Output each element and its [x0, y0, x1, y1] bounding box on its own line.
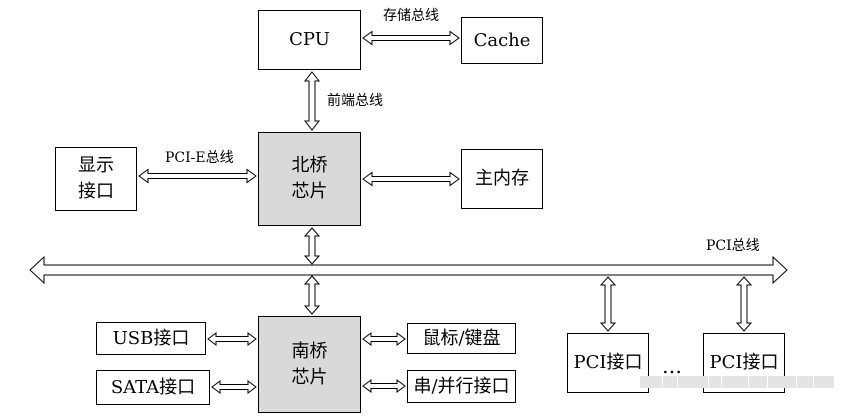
- usb-arrow: [207, 332, 257, 346]
- main-memory-box: 主内存: [461, 149, 543, 209]
- main-memory-label: 主内存: [475, 168, 529, 189]
- pci-interface-label-1: PCI接口: [573, 352, 643, 373]
- watermark: [640, 372, 845, 392]
- sata-interface-box: SATA接口: [96, 370, 210, 405]
- storage-bus-label: 存储总线: [383, 8, 439, 24]
- north-bridge-label-line2: 芯片: [291, 181, 328, 202]
- usb-interface-box: USB接口: [96, 322, 206, 355]
- cache-box: Cache: [461, 17, 543, 64]
- mouse-keyboard-label: 鼠标/键盘: [422, 327, 501, 349]
- pci-interface-label-2: PCI接口: [709, 352, 779, 373]
- cpu-box: CPU: [258, 10, 361, 70]
- display-interface-box: 显示 接口: [55, 147, 137, 211]
- south-bridge-label-line1: 南桥: [291, 340, 328, 362]
- front-side-bus-label: 前端总线: [327, 93, 383, 109]
- ellipsis: …: [662, 354, 684, 378]
- front-side-bus-arrow: [303, 71, 321, 131]
- north-bridge-label-line1: 北桥: [291, 155, 328, 176]
- memory-bus-arrow: [362, 171, 460, 187]
- usb-label: USB接口: [112, 327, 190, 349]
- pci-bus-to-south-arrow: [303, 275, 321, 315]
- pci-port-2-arrow: [735, 276, 753, 332]
- south-bridge-box: 南桥 芯片: [258, 316, 361, 413]
- mouse-keyboard-box: 鼠标/键盘: [407, 323, 516, 354]
- display-label-line2: 接口: [78, 181, 114, 202]
- pcie-bus-arrow: [138, 168, 257, 184]
- pci-port-1-arrow: [599, 276, 617, 332]
- pcie-bus-label: PCI-E总线: [165, 150, 234, 166]
- serial-parallel-arrow: [362, 379, 406, 393]
- sata-arrow: [211, 380, 257, 394]
- pci-bus-arrow: [29, 255, 788, 285]
- pci-interface-box-1: PCI接口: [567, 333, 649, 393]
- sata-label: SATA接口: [110, 376, 196, 398]
- serial-parallel-label: 串/并行接口: [413, 375, 510, 397]
- serial-parallel-box: 串/并行接口: [407, 370, 516, 403]
- cpu-label: CPU: [289, 29, 330, 50]
- storage-bus-arrow: [362, 30, 460, 46]
- cache-label: Cache: [473, 29, 531, 51]
- north-bridge-box: 北桥 芯片: [258, 132, 361, 226]
- pci-bus-label: PCI总线: [706, 238, 760, 254]
- north-to-pci-bus-arrow: [303, 227, 321, 265]
- south-bridge-label-line2: 芯片: [291, 366, 328, 388]
- mouse-keyboard-arrow: [362, 332, 406, 346]
- display-label-line1: 显示: [78, 155, 114, 176]
